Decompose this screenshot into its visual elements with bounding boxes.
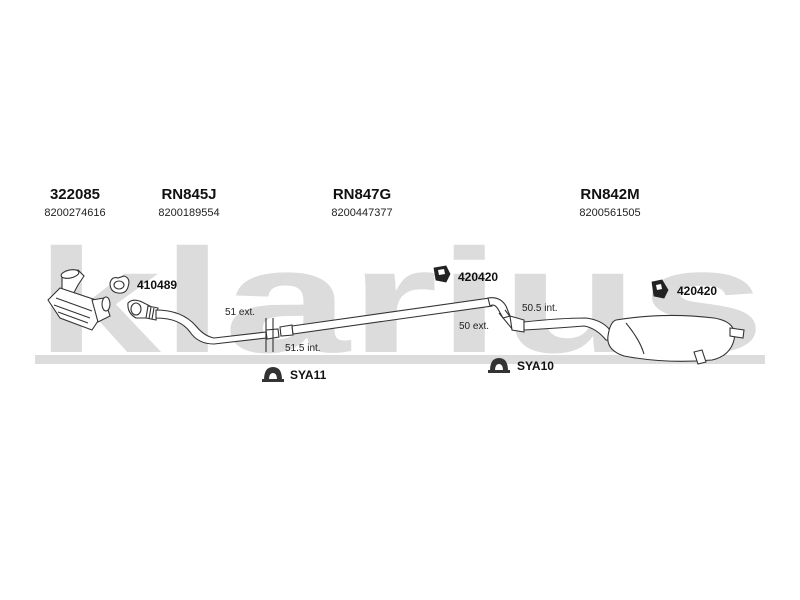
section-header-2: RN845J 8200189554 — [158, 186, 219, 219]
gasket-code: 410489 — [137, 278, 177, 292]
clamp-sya10-code: SYA10 — [517, 359, 554, 373]
section-header-3: RN847G 8200447377 — [331, 186, 392, 219]
joint-2-ext-label: 50 ext. — [459, 321, 489, 332]
hanger-2: 420420 — [651, 279, 717, 299]
section-header-4: RN842M 8200561505 — [579, 186, 640, 219]
section-oem-1: 8200274616 — [44, 207, 105, 219]
intermediate-pipe — [279, 297, 511, 337]
gasket-410489: 410489 — [109, 275, 177, 294]
hanger-1: 420420 — [433, 265, 498, 284]
joint-1-ext-label: 51 ext. — [225, 307, 255, 318]
section-oem-3: 8200447377 — [331, 207, 392, 219]
rear-silencer — [509, 314, 745, 365]
joint-1-int-label: 51.5 int. — [285, 343, 321, 354]
watermark-bar — [35, 355, 765, 364]
clamp-sya10: SYA10 — [488, 358, 554, 373]
section-header-1: 322085 8200274616 — [44, 186, 105, 219]
catalytic-converter — [47, 269, 111, 331]
joint-1: 51 ext. 51.5 int. — [225, 307, 321, 354]
section-code-1: 322085 — [50, 186, 100, 203]
hanger-1-code: 420420 — [458, 270, 498, 284]
section-code-2: RN845J — [161, 186, 216, 203]
section-code-3: RN847G — [333, 186, 391, 203]
joint-2-int-label: 50.5 int. — [522, 303, 558, 314]
clamp-sya11-code: SYA11 — [290, 368, 327, 382]
front-pipe — [127, 299, 280, 345]
section-oem-2: 8200189554 — [158, 207, 219, 219]
clamp-sya11: SYA11 — [262, 367, 327, 382]
section-code-4: RN842M — [580, 186, 639, 203]
section-oem-4: 8200561505 — [579, 207, 640, 219]
hanger-2-code: 420420 — [677, 284, 717, 298]
